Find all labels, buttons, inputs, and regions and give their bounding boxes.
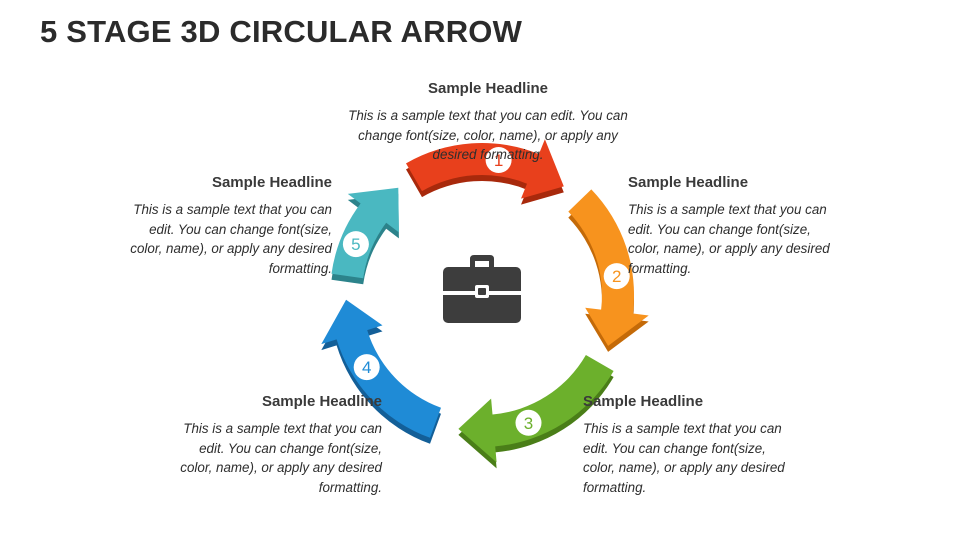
stage-2-headline: Sample Headline [628, 174, 749, 191]
stage-4-description: This is a sample text that you can edit.… [180, 421, 382, 495]
stage-1-number-badge [485, 147, 512, 173]
stage-5-arrow [331, 187, 399, 279]
stage-2-text-block: Sample Headline This is a sample text th… [628, 174, 838, 278]
stage-1-description: This is a sample text that you can edit.… [348, 108, 628, 162]
stage-5-number: 5 [351, 235, 360, 254]
stage-2-number: 2 [612, 267, 621, 286]
stage-4-arrow [321, 299, 441, 438]
stage-2-number-badge [603, 263, 630, 290]
stage-4-text-block: Sample Headline This is a sample text th… [172, 393, 382, 497]
stage-3-number-badge [515, 409, 542, 436]
stage-5-description: This is a sample text that you can edit.… [130, 202, 332, 276]
stage-1-text-block: Sample Headline This is a sample text th… [340, 80, 636, 165]
stage-1-headline: Sample Headline [427, 80, 549, 97]
stage-4-headline: Sample Headline [261, 393, 382, 410]
briefcase-icon [443, 255, 521, 323]
stage-3-text-block: Sample Headline This is a sample text th… [583, 393, 793, 497]
stage-1-number: 1 [494, 151, 503, 170]
stage-4-number-badge [353, 354, 380, 381]
stage-5-text-block: Sample Headline This is a sample text th… [122, 174, 332, 278]
stage-2-description: This is a sample text that you can edit.… [628, 202, 830, 276]
stage-3-number: 3 [524, 414, 533, 433]
stage-3-arrow [458, 355, 614, 463]
stage-5-number-badge [342, 231, 369, 258]
stage-4-number: 4 [362, 358, 371, 377]
stage-3-description: This is a sample text that you can edit.… [583, 421, 785, 495]
stage-3-headline: Sample Headline [583, 393, 704, 410]
stage-1-arrow [406, 139, 564, 199]
page-title: 5 STAGE 3D CIRCULAR ARROW [40, 14, 523, 49]
stage-5-headline: Sample Headline [211, 174, 332, 191]
